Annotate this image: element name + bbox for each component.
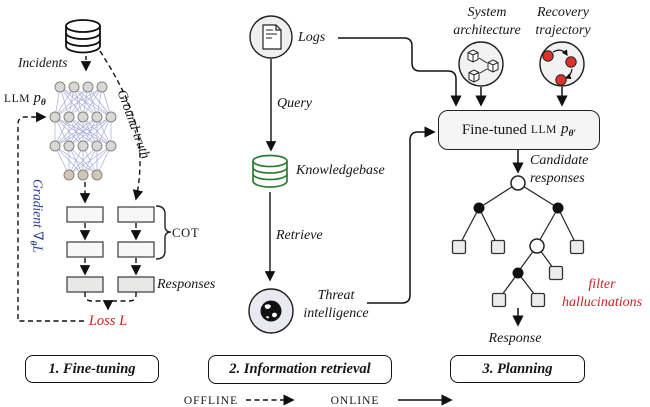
recovery-line1: Recovery	[536, 5, 590, 20]
filter-line1: filter	[588, 277, 616, 292]
finetuned-llm-caps: LLM	[530, 124, 557, 136]
stage-1-title: 1. Fine-tuning	[48, 360, 136, 377]
cot-label: COT	[172, 226, 200, 240]
planning-tree-nodes	[451, 175, 585, 308]
ground-truth-arrow	[99, 50, 144, 201]
system-line2: architecture	[453, 23, 521, 38]
llm-label-p: p	[33, 90, 41, 106]
offline-label: OFFLINE	[183, 395, 239, 407]
response-label: Response	[488, 331, 542, 346]
incidents-label: Incidents	[18, 55, 68, 70]
finetuned-p: p	[560, 121, 569, 137]
candidate-line2: responses	[530, 171, 585, 186]
gradient-feedback-arrow	[17, 111, 84, 322]
finetuned-llm-box: Fine-tuned LLM pθ′	[438, 110, 600, 150]
recovery-line2: trajectory	[535, 23, 591, 38]
gradient-l: L	[30, 245, 46, 254]
stage-1-box: 1. Fine-tuning	[25, 355, 159, 383]
system-architecture-label: System architecture	[453, 4, 520, 40]
threat-to-llm-arrow	[367, 126, 436, 304]
stage-2-title: 2. Information retrieval	[229, 361, 371, 377]
nn-node	[91, 140, 103, 152]
filter-line2: hallucinations	[561, 295, 643, 310]
neural-network-nodes	[49, 81, 117, 181]
logs-icon	[249, 15, 293, 59]
system-architecture-icon	[458, 41, 504, 87]
finetuned-sub: θ′	[568, 129, 577, 139]
loss-merge-arrows	[84, 292, 137, 311]
cot-brace	[155, 205, 172, 260]
nn-node	[105, 140, 117, 152]
llm-label-sub: θ	[40, 98, 46, 108]
threat-intelligence-label: Threat intelligence	[303, 287, 368, 323]
nn-node	[49, 140, 61, 152]
nn-node	[54, 81, 66, 93]
planning-tree-edges	[458, 182, 578, 300]
neural-network-edges	[54, 86, 112, 176]
nn-node	[68, 81, 80, 93]
nn-node	[49, 111, 61, 123]
nn-node	[77, 169, 89, 181]
gradient-label: Gradient ∇θL	[24, 179, 47, 253]
logs-label: Logs	[298, 30, 326, 45]
online-label: ONLINE	[330, 395, 380, 407]
nn-node	[63, 169, 75, 181]
logs-to-llm-arrow	[338, 37, 462, 107]
threat-intelligence-icon	[248, 288, 294, 334]
system-line1: System	[467, 5, 507, 20]
retrieve-label: Retrieve	[276, 228, 323, 243]
candidate-line1: Candidate	[530, 153, 589, 168]
recovery-trajectory-label: Recovery trajectory	[535, 4, 590, 40]
threat-line2: intelligence	[303, 306, 369, 321]
finetuned-main: Fine-tuned	[461, 121, 527, 138]
llm-label-caps: LLM	[4, 93, 31, 105]
nn-node	[77, 140, 89, 152]
nabla-symbol: ∇	[30, 231, 46, 241]
nn-node	[63, 111, 75, 123]
nn-node	[82, 81, 94, 93]
candidate-responses-label: Candidate responses	[530, 152, 588, 188]
llm-label: LLM pθ	[4, 90, 46, 112]
stage-2-box: 2. Information retrieval	[208, 355, 392, 384]
nn-node	[96, 81, 108, 93]
nn-node	[91, 169, 103, 181]
threat-line1: Threat	[317, 288, 355, 303]
gradient-word: Gradient	[30, 178, 46, 232]
cot-chain-arrows	[79, 223, 142, 276]
responses-label: Responses	[157, 277, 216, 292]
loss-label: Loss L	[88, 313, 128, 329]
cot-rectangles	[66, 206, 155, 293]
query-label: Query	[277, 96, 312, 111]
knowledgebase-icon	[252, 154, 288, 188]
nn-node	[63, 140, 75, 152]
knowledgebase-label: Knowledgebase	[296, 163, 385, 178]
stage-3-title: 3. Planning	[482, 360, 553, 377]
incidents-database-icon	[65, 19, 101, 54]
filter-hallucinations-label: filter hallucinations	[562, 276, 642, 312]
nn-node	[105, 111, 117, 123]
stage-3-box: 3. Planning	[450, 355, 585, 383]
nn-node	[91, 111, 103, 123]
recovery-trajectory-icon	[539, 41, 585, 87]
nn-node	[77, 111, 89, 123]
